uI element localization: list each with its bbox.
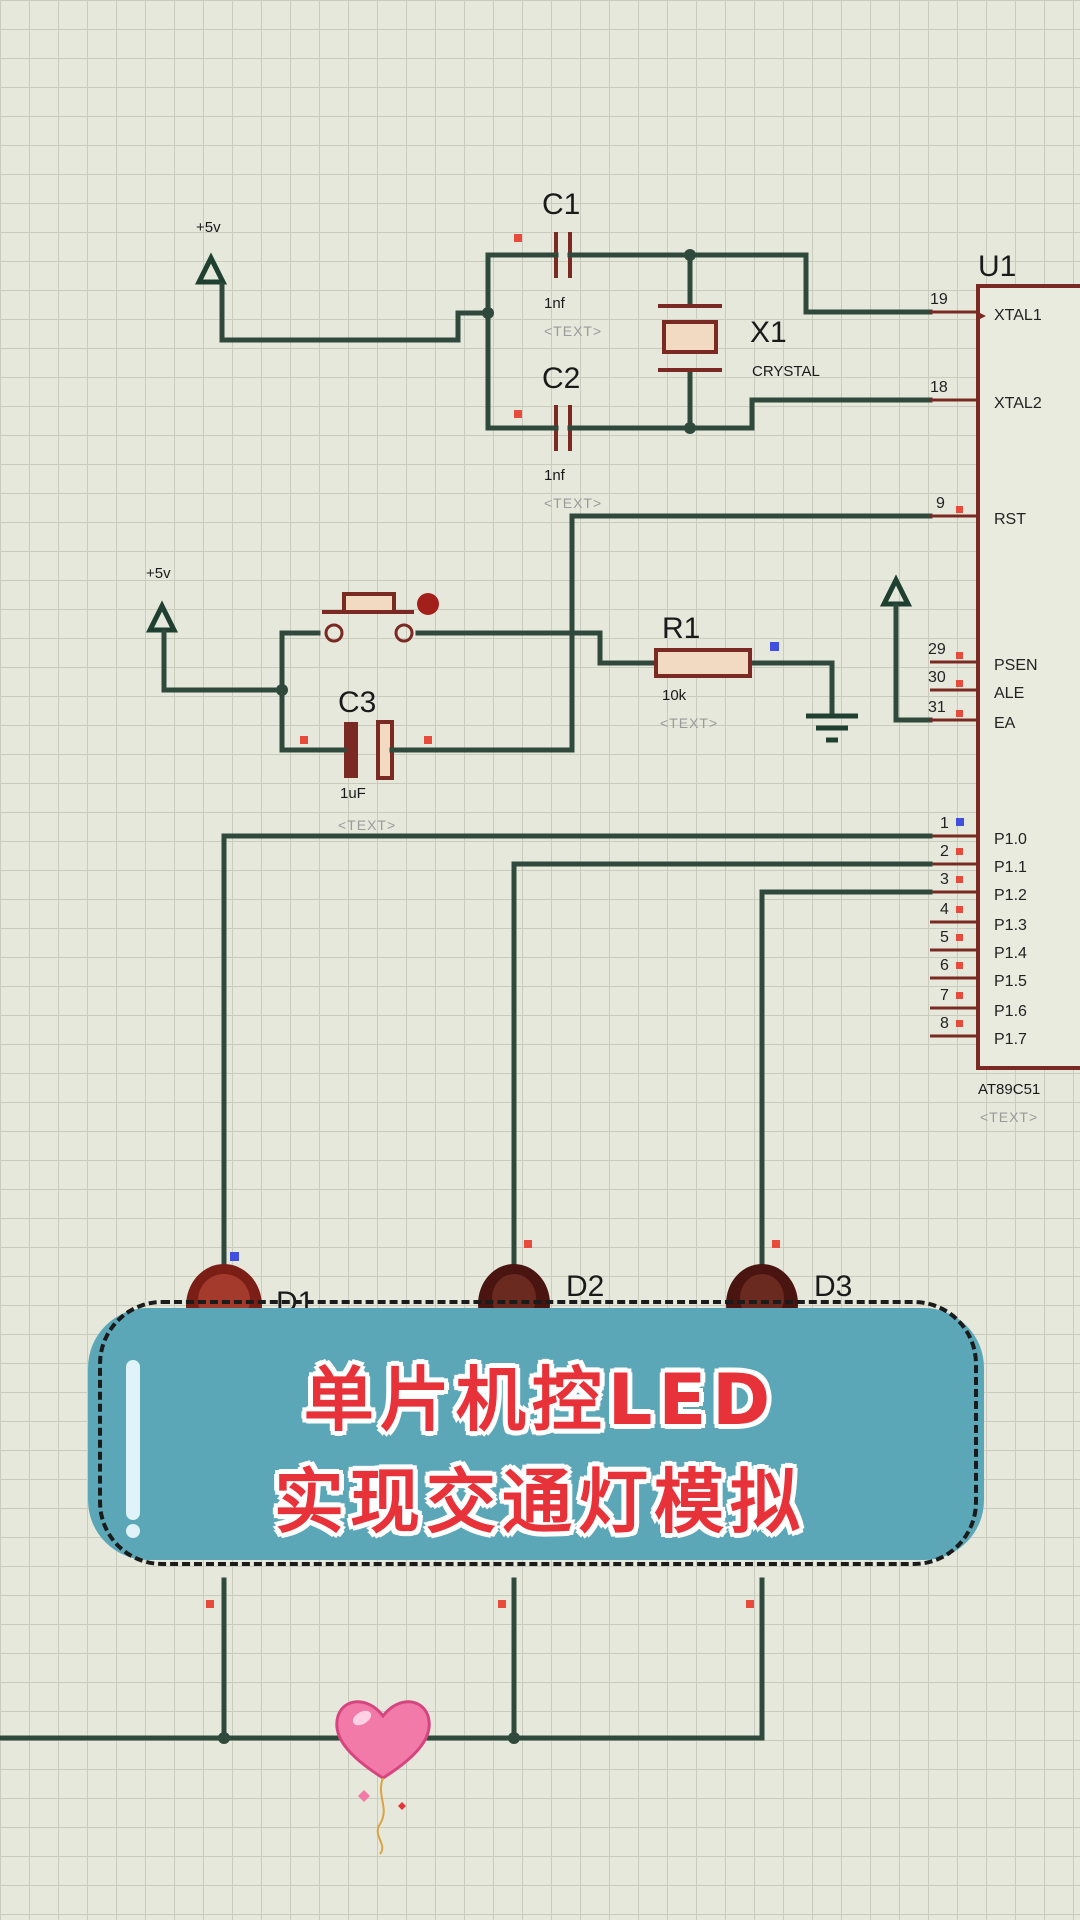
crystal-ref: X1 bbox=[750, 316, 787, 349]
mcu-pin-p1-0: 1 P1.0 bbox=[930, 815, 1027, 848]
svg-text:P1.3: P1.3 bbox=[994, 917, 1027, 934]
svg-text:ALE: ALE bbox=[994, 685, 1024, 702]
mcu-u1: U1 AT89C51 <TEXT> bbox=[976, 250, 1080, 1125]
mcu-text-placeholder: <TEXT> bbox=[980, 1109, 1038, 1125]
power-label-reset: +5v bbox=[146, 565, 171, 582]
power-symbol-reset: +5v bbox=[145, 565, 179, 693]
mcu-pin-p1-2: 3 P1.2 bbox=[930, 871, 1027, 904]
svg-text:8: 8 bbox=[940, 1015, 949, 1032]
oscillator-wires bbox=[219, 249, 933, 434]
svg-text:6: 6 bbox=[940, 957, 949, 974]
c1-text-placeholder: <TEXT> bbox=[544, 323, 602, 339]
r1-text-placeholder: <TEXT> bbox=[660, 715, 718, 731]
svg-text:P1.1: P1.1 bbox=[994, 859, 1027, 876]
mcu-pin-ale: 30 ALE bbox=[928, 669, 1024, 702]
svg-text:30: 30 bbox=[928, 669, 946, 686]
mcu-part: AT89C51 bbox=[978, 1081, 1040, 1098]
svg-text:4: 4 bbox=[940, 901, 949, 918]
mcu-pin-psen: 29 PSEN bbox=[928, 641, 1038, 674]
mcu-pin-xtal2: 18 XTAL2 bbox=[930, 379, 1042, 412]
mcu-pin-p1-7: 8 P1.7 bbox=[930, 1015, 1027, 1048]
svg-text:P1.6: P1.6 bbox=[994, 1003, 1027, 1020]
title-line-1: 单片机控LED bbox=[303, 1359, 777, 1441]
r1-value: 10k bbox=[662, 687, 687, 704]
svg-text:2: 2 bbox=[940, 843, 949, 860]
capacitor-c3: C3 1uF <TEXT> bbox=[300, 686, 432, 833]
ground-symbol bbox=[806, 713, 858, 743]
crystal-x1: X1 CRYSTAL bbox=[658, 304, 820, 380]
resistor-r1: R1 10k <TEXT> bbox=[654, 612, 779, 731]
heart-balloon-icon bbox=[335, 1700, 431, 1855]
svg-text:P1.0: P1.0 bbox=[994, 831, 1027, 848]
c1-value: 1nf bbox=[544, 295, 566, 312]
svg-text:18: 18 bbox=[930, 379, 948, 396]
svg-text:RST: RST bbox=[994, 511, 1026, 528]
title-banner bbox=[88, 1308, 984, 1560]
svg-text:3: 3 bbox=[940, 871, 949, 888]
mcu-pin-p1-6: 7 P1.6 bbox=[930, 987, 1027, 1020]
ea-power-arrow bbox=[879, 574, 933, 723]
reset-pushbutton bbox=[322, 592, 439, 643]
title-line-2: 实现交通灯模拟 bbox=[274, 1461, 806, 1543]
r1-ref: R1 bbox=[662, 612, 700, 645]
svg-text:7: 7 bbox=[940, 987, 949, 1004]
svg-text:19: 19 bbox=[930, 291, 948, 308]
svg-text:P1.7: P1.7 bbox=[994, 1031, 1027, 1048]
led-drive-wires bbox=[221, 833, 933, 1265]
capacitor-c2: C2 1nf <TEXT> bbox=[514, 362, 602, 511]
c1-ref: C1 bbox=[542, 188, 580, 221]
mcu-pin-p1-3: 4 P1.3 bbox=[930, 901, 1027, 934]
svg-text:PSEN: PSEN bbox=[994, 657, 1038, 674]
led-d2-ref: D2 bbox=[566, 1270, 604, 1303]
svg-text:XTAL1: XTAL1 bbox=[994, 307, 1042, 324]
banner-accent-bar bbox=[126, 1360, 140, 1520]
mcu-pin-ea: 31 EA bbox=[928, 699, 1016, 732]
mcu-pin-p1-5: 6 P1.5 bbox=[930, 957, 1027, 990]
capacitor-c1: C1 1nf <TEXT> bbox=[514, 188, 602, 339]
svg-text:9: 9 bbox=[936, 495, 945, 512]
svg-text:29: 29 bbox=[928, 641, 946, 658]
c2-text-placeholder: <TEXT> bbox=[544, 495, 602, 511]
svg-text:EA: EA bbox=[994, 715, 1016, 732]
c3-text-placeholder: <TEXT> bbox=[338, 817, 396, 833]
mcu-pin-xtal1: 19 XTAL1 bbox=[930, 291, 1042, 324]
svg-text:1: 1 bbox=[940, 815, 949, 832]
crystal-value: CRYSTAL bbox=[752, 363, 820, 380]
power-symbol-osc: +5v bbox=[194, 219, 228, 343]
svg-text:P1.4: P1.4 bbox=[994, 945, 1027, 962]
mcu-pin-rst: 9 RST bbox=[930, 495, 1026, 528]
banner-accent-dot bbox=[126, 1524, 140, 1538]
svg-text:XTAL2: XTAL2 bbox=[994, 395, 1042, 412]
c3-ref: C3 bbox=[338, 686, 376, 719]
svg-text:P1.5: P1.5 bbox=[994, 973, 1027, 990]
svg-text:31: 31 bbox=[928, 699, 946, 716]
title-banner-border bbox=[98, 1300, 978, 1566]
svg-text:5: 5 bbox=[940, 929, 949, 946]
c2-ref: C2 bbox=[542, 362, 580, 395]
power-label-osc: +5v bbox=[196, 219, 221, 236]
led-d3-ref: D3 bbox=[814, 1270, 852, 1303]
mcu-ref: U1 bbox=[978, 250, 1016, 283]
c3-value: 1uF bbox=[340, 785, 366, 802]
mcu-pin-p1-1: 2 P1.1 bbox=[930, 843, 1027, 876]
c2-value: 1nf bbox=[544, 467, 566, 484]
mcu-pin-p1-4: 5 P1.4 bbox=[930, 929, 1027, 962]
reset-wires bbox=[161, 513, 933, 753]
svg-text:P1.2: P1.2 bbox=[994, 887, 1027, 904]
